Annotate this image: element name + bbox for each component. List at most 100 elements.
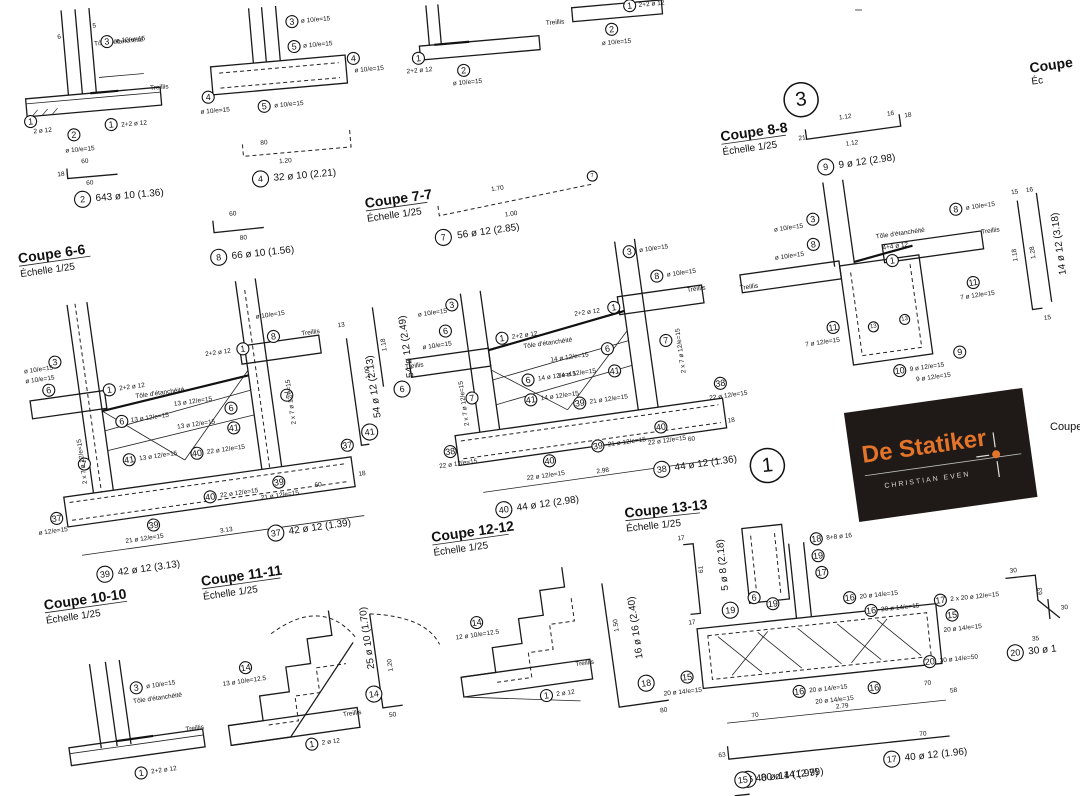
svg-text:16: 16 xyxy=(794,686,805,697)
svg-text:2+2 ø 12: 2+2 ø 12 xyxy=(574,307,601,318)
svg-text:7 ø 12/e=15: 7 ø 12/e=15 xyxy=(805,337,841,349)
svg-text:ø 10/e=15: ø 10/e=15 xyxy=(301,15,331,25)
svg-text:40: 40 xyxy=(498,504,509,515)
detail-top-center: 1 2+2 ø 12 2 ø 10/e=15 Treillis 2 ø 10/e… xyxy=(406,0,665,88)
svg-text:2: 2 xyxy=(461,65,467,75)
svg-text:Treillis: Treillis xyxy=(546,18,566,27)
section-11-11-title: Coupe 11-11 xyxy=(200,562,283,589)
svg-text:6: 6 xyxy=(604,343,610,354)
svg-text:60: 60 xyxy=(86,179,94,187)
svg-text:1.18: 1.18 xyxy=(380,338,389,352)
svg-text:Coupe: Coupe xyxy=(1050,421,1080,433)
svg-text:Coupe: Coupe xyxy=(1028,54,1074,76)
svg-text:40: 40 xyxy=(205,491,216,502)
svg-text:20 ø 14/e=15: 20 ø 14/e=15 xyxy=(859,590,898,601)
section-8-8: 3 Coupe 8-8 Échelle 1/25 1.12 1.12 16 18… xyxy=(719,81,1069,384)
svg-text:14: 14 xyxy=(240,662,251,673)
svg-text:14: 14 xyxy=(368,688,379,699)
svg-text:20 ø 14/e=15: 20 ø 14/e=15 xyxy=(881,602,920,613)
svg-text:22 ø 12/e=15: 22 ø 12/e=15 xyxy=(709,390,748,402)
svg-text:15: 15 xyxy=(947,610,958,621)
svg-text:60: 60 xyxy=(81,158,89,166)
sheet-marker-1: 1 xyxy=(761,454,774,477)
svg-text:ø 10/e=15: ø 10/e=15 xyxy=(639,243,670,254)
svg-text:3: 3 xyxy=(626,246,632,257)
svg-text:18: 18 xyxy=(811,533,822,544)
svg-text:15: 15 xyxy=(1011,188,1020,196)
svg-text:16: 16 xyxy=(1025,186,1034,194)
svg-text:1: 1 xyxy=(108,119,114,129)
svg-text:6: 6 xyxy=(525,375,531,386)
svg-text:19: 19 xyxy=(813,550,824,561)
svg-text:10: 10 xyxy=(894,365,905,376)
svg-text:20: 20 xyxy=(1010,647,1021,658)
svg-text:60: 60 xyxy=(687,435,696,443)
svg-text:9 ø 12/e=15: 9 ø 12/e=15 xyxy=(916,372,952,384)
svg-text:ø 10/e=15: ø 10/e=15 xyxy=(116,35,146,45)
svg-text:4: 4 xyxy=(258,174,264,184)
svg-text:6: 6 xyxy=(228,403,234,414)
svg-text:2: 2 xyxy=(71,130,77,140)
svg-text:12 ø 10/e=12.5: 12 ø 10/e=12.5 xyxy=(455,629,500,642)
svg-text:15: 15 xyxy=(737,774,748,785)
svg-text:30: 30 xyxy=(1061,604,1069,612)
svg-text:21 ø 12/e=15: 21 ø 12/e=15 xyxy=(607,436,646,448)
svg-text:1: 1 xyxy=(138,768,144,779)
bar-19-label: 5 ø 8 (2.18) xyxy=(715,539,731,592)
svg-text:3: 3 xyxy=(449,300,455,311)
svg-text:19: 19 xyxy=(725,605,736,616)
svg-text:20: 20 xyxy=(924,656,935,667)
svg-text:18: 18 xyxy=(641,678,652,689)
svg-text:1.20: 1.20 xyxy=(279,157,293,165)
svg-text:80: 80 xyxy=(660,706,669,714)
svg-text:Tôle d'étanchéité: Tôle d'étanchéité xyxy=(133,691,183,705)
section-12-12-title: Coupe 12-12 xyxy=(430,518,515,545)
svg-text:13: 13 xyxy=(870,323,878,330)
bar-38-label: 44 ø 12 (1.36) xyxy=(674,454,738,474)
svg-text:21 ø 12/e=15: 21 ø 12/e=15 xyxy=(125,533,164,545)
bar-8-label: 66 ø 10 (1.56) xyxy=(231,244,295,262)
section-11-11: Coupe 11-11 Échelle 1/25 14 13 ø 10/e=12… xyxy=(200,562,363,751)
svg-text:17: 17 xyxy=(935,595,946,606)
svg-text:2 ø 12: 2 ø 12 xyxy=(33,127,52,136)
svg-text:18: 18 xyxy=(57,171,65,179)
svg-text:37: 37 xyxy=(51,513,62,524)
svg-text:ø 10/e=15: ø 10/e=15 xyxy=(453,78,483,88)
svg-text:22 ø 12/e=15: 22 ø 12/e=15 xyxy=(526,470,565,482)
bar-18-detail: 1.50 80 16 ø 16 (2.40) 18 xyxy=(601,583,669,714)
svg-text:15: 15 xyxy=(1043,314,1052,322)
bar-9-label: 9 ø 12 (2.98) xyxy=(838,152,896,171)
svg-text:1.28: 1.28 xyxy=(1029,245,1038,259)
section-12-12: Coupe 12-12 Échelle 1/25 14 12 ø 10/e=12… xyxy=(430,518,595,703)
svg-text:7: 7 xyxy=(81,459,87,470)
svg-text:1: 1 xyxy=(106,385,112,396)
svg-text:Tôle d'étanchéité: Tôle d'étanchéité xyxy=(875,227,925,241)
svg-text:7: 7 xyxy=(284,390,290,401)
svg-text:39: 39 xyxy=(273,477,284,488)
svg-text:1: 1 xyxy=(889,255,895,266)
svg-text:8: 8 xyxy=(216,252,222,262)
bar-18-label: 16 ø 16 (2.40) xyxy=(626,596,646,660)
svg-text:16: 16 xyxy=(866,605,877,616)
sheet-marker-3: 3 xyxy=(794,88,808,111)
bar-8-detail: 60 80 8 66 ø 10 (1.56) xyxy=(210,210,295,266)
svg-text:18: 18 xyxy=(727,417,736,425)
section-13-13-title: Coupe 13-13 xyxy=(624,496,709,521)
svg-text:20 ø 14/e=15: 20 ø 14/e=15 xyxy=(809,683,848,694)
svg-text:13 ø 10/e=12.5: 13 ø 10/e=12.5 xyxy=(222,675,267,688)
svg-text:21 ø 12/e=15: 21 ø 12/e=15 xyxy=(589,393,628,405)
detail-top-left: Tôle d'étanchéité Treillis 3 ø 10/e=15 1… xyxy=(24,7,170,208)
svg-text:21 ø 12/e=15: 21 ø 12/e=15 xyxy=(260,489,299,501)
svg-text:5: 5 xyxy=(291,41,297,51)
svg-text:ø 10/e=15: ø 10/e=15 xyxy=(354,65,384,75)
svg-text:14 ø 12/e=15: 14 ø 12/e=15 xyxy=(550,351,589,363)
svg-text:ø 10/e=15: ø 10/e=15 xyxy=(774,251,805,262)
treillis-label: Treillis xyxy=(150,83,170,92)
tole-label: Tôle d'étanchéité xyxy=(94,36,144,47)
svg-text:6: 6 xyxy=(399,384,405,395)
svg-text:13 ø 12/e=15: 13 ø 12/e=15 xyxy=(139,450,178,462)
svg-text:40: 40 xyxy=(191,448,202,459)
svg-text:17: 17 xyxy=(677,535,685,543)
svg-text:Treillis: Treillis xyxy=(687,284,707,294)
svg-text:38: 38 xyxy=(656,464,667,475)
